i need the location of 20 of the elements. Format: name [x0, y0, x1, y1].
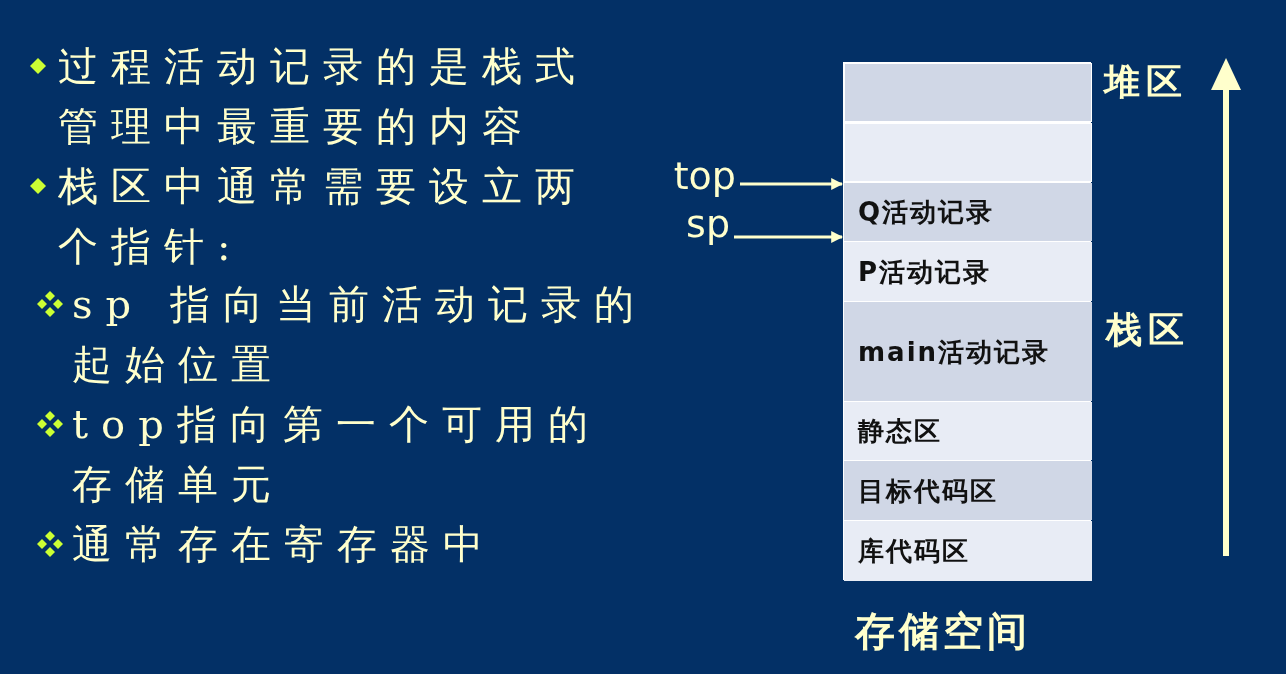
node-label: 存储空间: [855, 606, 1032, 656]
bullet-text: 过程活动记录的是栈式管理中最重要的内容: [58, 42, 589, 151]
pointer-label: sp: [660, 202, 730, 248]
empty-memory-cell: [844, 123, 1092, 182]
bullet-text: 通常存在寄存器中: [72, 520, 497, 569]
memory-cell: main活动记录: [844, 302, 1092, 401]
bullet-text: 栈区中通常需要设立两个指针:: [58, 162, 589, 271]
arrow: [734, 231, 844, 243]
region-label: 堆区: [1104, 59, 1189, 104]
empty-memory-cell: [844, 63, 1092, 122]
memory-cell: Q活动记录: [844, 183, 1092, 241]
memory-cell: 静态区: [844, 402, 1092, 460]
bullet-text: top指向第一个可用的存储单元: [72, 400, 602, 509]
arrow: [740, 178, 844, 190]
pointer-label: top: [660, 154, 736, 200]
region-label: 栈区: [1106, 307, 1191, 352]
memory-cell: 目标代码区: [844, 461, 1092, 520]
memory-cell: 库代码区: [844, 521, 1092, 581]
memory-column: [843, 62, 1091, 580]
memory-cell: P活动记录: [844, 242, 1092, 301]
